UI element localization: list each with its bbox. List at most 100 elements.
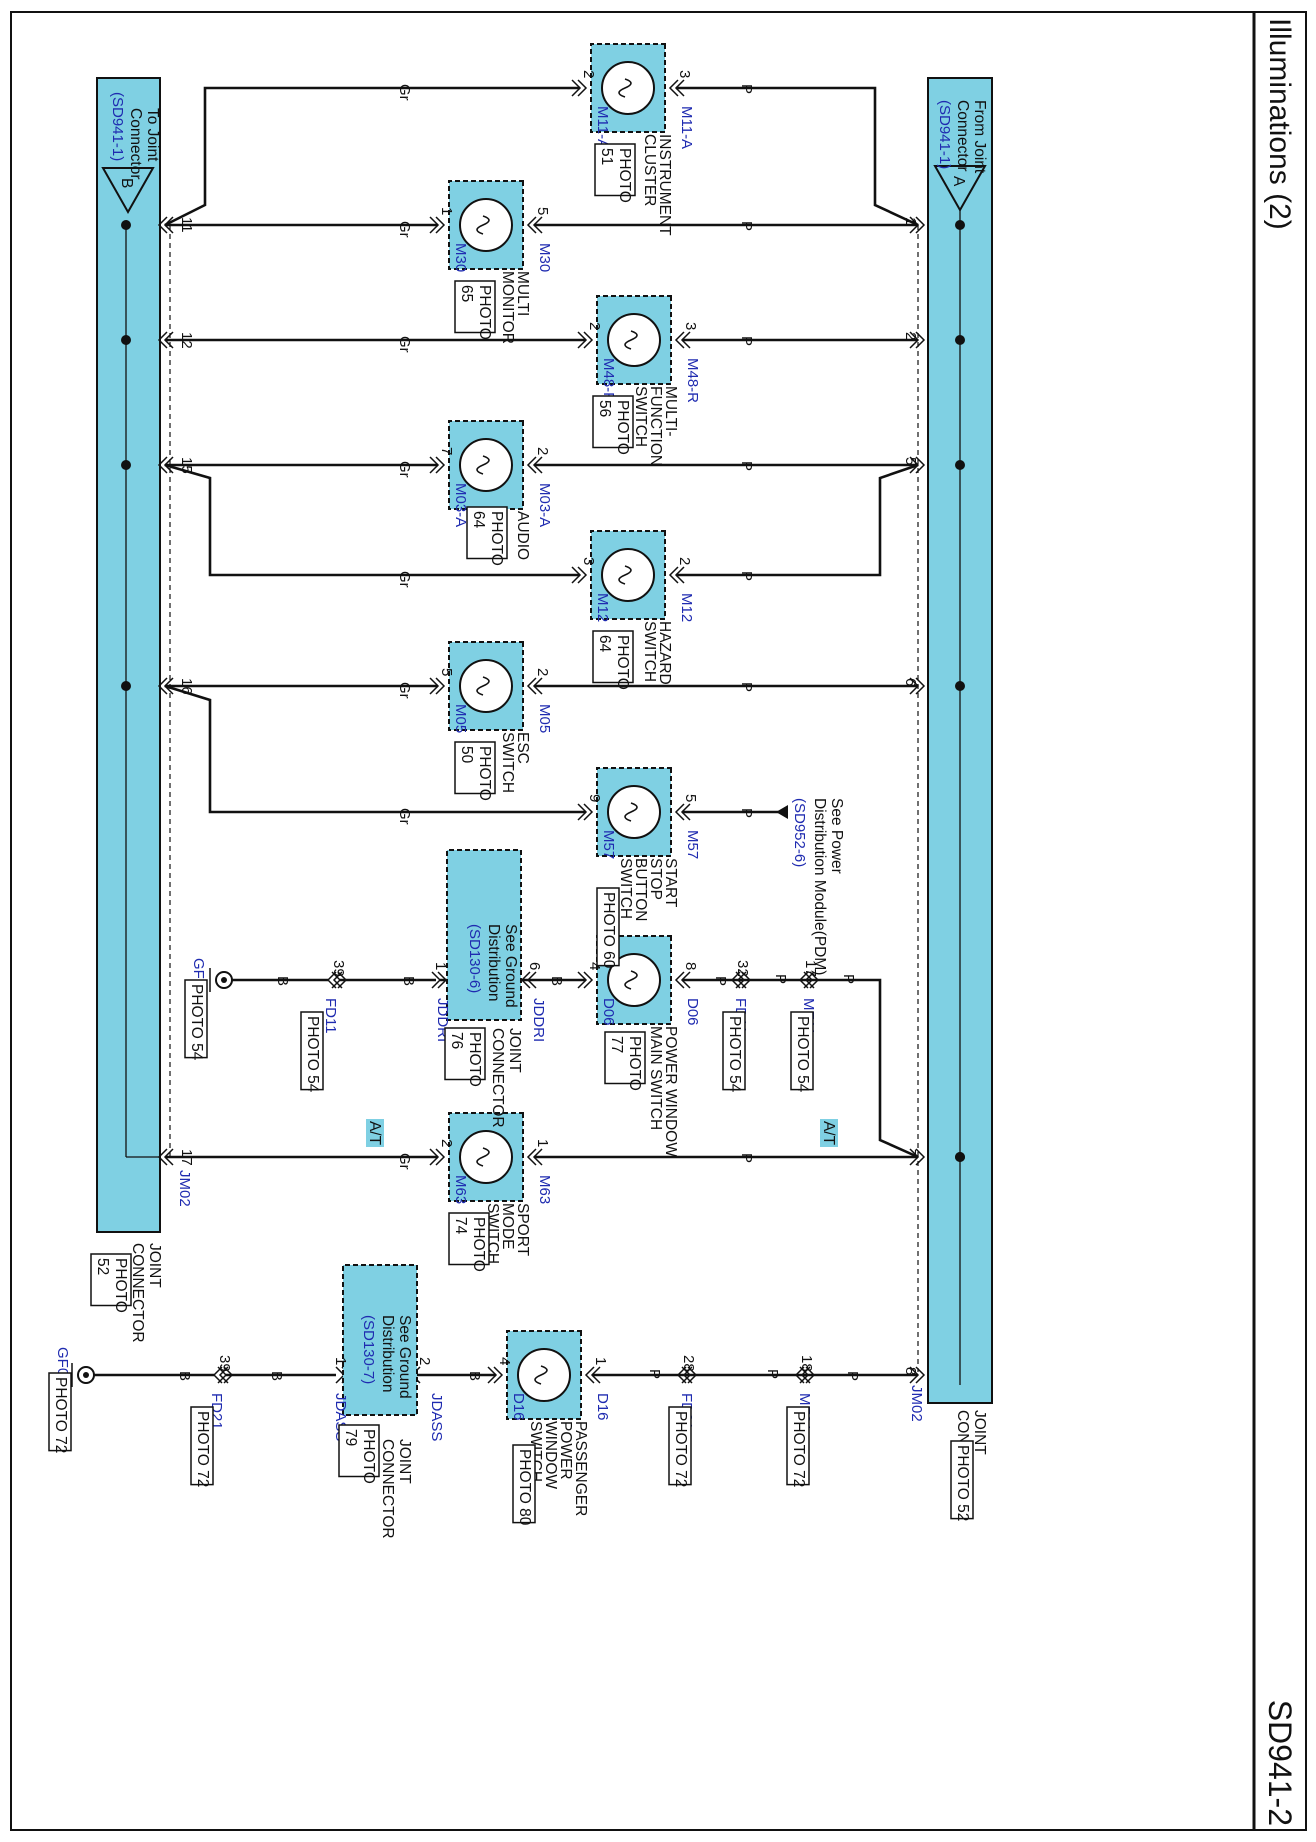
component-sport-mode-switch [448,1112,524,1202]
photo-label-frame [454,280,496,334]
wire-color: P [772,974,789,984]
pin-number: 3 [580,557,597,565]
component-name: START [662,858,679,908]
terminal-chevron [163,216,174,234]
filament-icon [618,565,632,585]
power-arrow [776,805,788,819]
component-hazard-switch [590,530,666,620]
component-multi-function-switch [596,295,672,385]
terminal-chevron [493,1366,504,1384]
pin-number: 1 [902,217,919,225]
pin-number: 2 [438,1139,455,1147]
photo-label: PHOTO 72 [194,1411,211,1487]
wire-color: P [646,1369,663,1379]
filament-icon [534,1365,548,1385]
terminal-chevron [435,677,446,695]
terminal-chevron [157,1148,168,1166]
ground-note-ref: (SD130-6) [466,924,483,993]
pin-number: 1 [432,962,449,970]
photo-label: 56 [596,400,613,417]
terminal-chevron [805,1366,816,1384]
connector-id: D16 [510,1393,527,1421]
wire-color: P [764,1369,781,1379]
bus-top-symbol: A [933,165,987,213]
symbol-triangle [101,167,155,215]
connector-id: M05 [452,704,469,733]
wire-color: P [840,974,857,984]
pin-number: 2 [534,447,551,455]
terminal-chevron [674,971,685,989]
wire-gr [164,463,580,577]
photo-label-frame [596,887,620,967]
wire-color: P [738,221,755,231]
bulb-icon [601,61,655,115]
wire-color: Gr [396,221,413,238]
photo-label-frame [604,1031,646,1085]
component-esc-switch [448,641,524,731]
bus-bottom-name: CONNECTOR [129,1243,146,1343]
pin-number: 2 [416,1357,433,1365]
terminal-chevron [804,971,815,989]
pin-number: 32 [734,960,751,977]
terminal-chevron [794,1366,805,1384]
wire-color: B [400,976,417,986]
photo-label-frame [338,1424,380,1478]
filament-icon [476,455,490,475]
splice-dot [955,1152,965,1162]
wire-color: P [738,808,755,818]
pin-number: 5 [438,668,455,676]
bulb-icon [607,313,661,367]
wire-color: Gr [396,1153,413,1170]
ground-note: See Ground [396,1315,413,1399]
wire-color: P [738,571,755,581]
terminal-chevron [674,803,685,821]
bulb-icon [607,953,661,1007]
terminal-chevron [526,456,537,474]
terminal-chevron [583,971,594,989]
photo-label: PHOTO 72 [790,1411,807,1487]
splice-dot [955,335,965,345]
pin-number: 11 [178,217,195,233]
wire-p [676,463,919,577]
symbol-triangle [933,165,987,213]
bulb-icon [459,438,513,492]
symbol-letter: A [950,176,967,187]
photo-label: PHOTO 54 [794,1016,811,1093]
photo-label: 79 [342,1429,359,1446]
component-name: CLUSTER [641,134,658,206]
pin-number: 5 [902,457,919,465]
component-name: SWITCH [641,621,658,682]
photo-label-frame [786,1406,810,1486]
wire-color: P [738,336,755,346]
component-name: STOP [647,858,664,900]
ground-note: Distribution [485,924,502,1002]
connector-id: M57 [684,830,701,859]
photo-label-frame [454,741,496,795]
pin-number: 4 [586,962,603,970]
connector-id: M11-A [678,106,695,149]
connector-id: M30 [452,243,469,272]
terminal-chevron [909,1366,920,1384]
wire-color: B [268,1371,285,1381]
connector-id: D16 [594,1393,611,1421]
bus-bottom-photo-frame [90,1253,132,1307]
pin-number: 6 [526,962,543,970]
page-code: SD941-2 [1262,1700,1298,1826]
connector-id: M05 [536,704,553,733]
photo-label: PHOTO [360,1429,377,1484]
component-start-stop-switch [596,767,672,857]
connector-id: M11-A [594,106,611,149]
bus-top-ref: (SD941-1) [936,100,953,169]
component-name: MAIN SWITCH [647,1026,664,1130]
terminal-chevron [909,1148,920,1166]
photo-label-frame [668,1406,692,1486]
connector-id: M57 [600,830,617,859]
splice-dot [121,460,131,470]
filament-icon [476,215,490,235]
photo-label-frame [448,1212,490,1266]
splice-dot [121,220,131,230]
bulb-icon [459,659,513,713]
wire-layer [71,79,965,1387]
connector-id: JDDRI [530,998,547,1042]
